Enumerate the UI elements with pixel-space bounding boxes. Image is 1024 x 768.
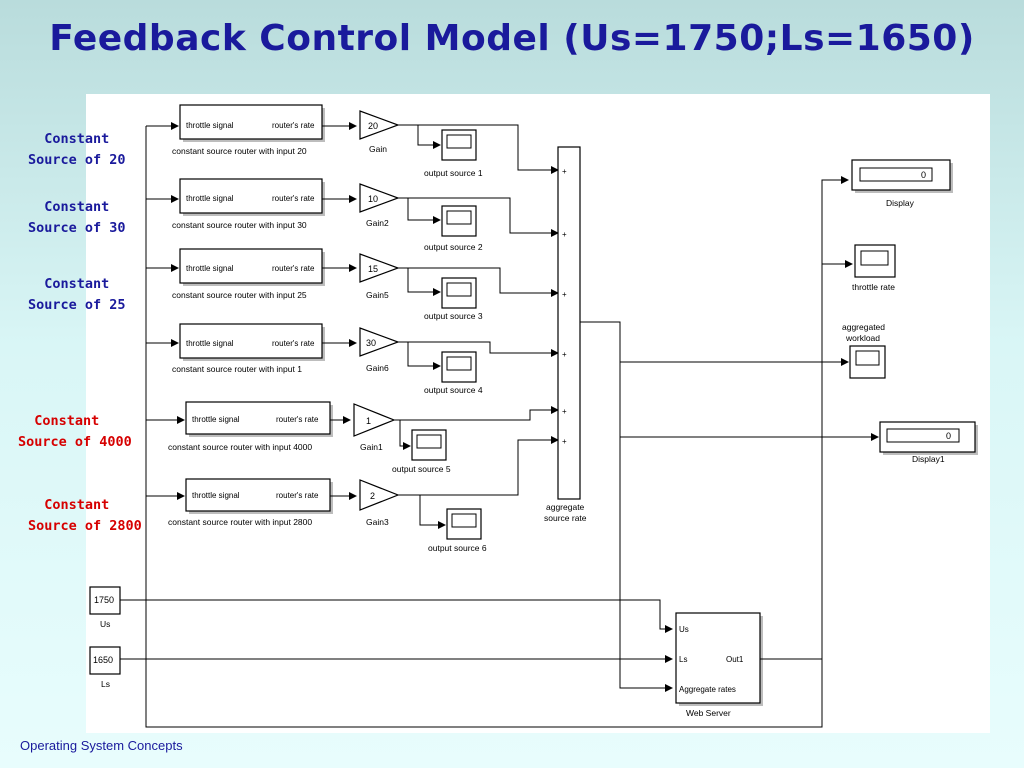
throttle-rate-scope[interactable]: throttle rate xyxy=(852,244,896,292)
server-name: Web Server xyxy=(686,708,731,718)
router-out-label: router's rate xyxy=(276,415,319,424)
display-top-name: Display xyxy=(886,198,915,208)
router-in-label: throttle signal xyxy=(186,264,234,273)
scope-label-2: output source 2 xyxy=(424,242,483,252)
us-constant[interactable]: 1750 Us xyxy=(89,586,121,629)
router-out-label: router's rate xyxy=(272,121,315,130)
sum-label-2: source rate xyxy=(544,513,587,523)
router-row-1: throttle signal router's rate constant s… xyxy=(146,104,559,178)
router-row-2: throttle signal router's rate constant s… xyxy=(146,178,559,252)
router-in-label: throttle signal xyxy=(186,194,234,203)
router-in-label: throttle signal xyxy=(186,339,234,348)
display-bottom-name: Display1 xyxy=(912,454,945,464)
throttle-scope-label: throttle rate xyxy=(852,282,895,292)
workload-label-1: aggregated xyxy=(842,322,885,332)
router-in-label: throttle signal xyxy=(192,491,240,500)
display-top-value: 0 xyxy=(921,170,926,180)
gain-name-6: Gain3 xyxy=(366,517,389,527)
router-block-2[interactable] xyxy=(179,178,323,214)
router-row-4: throttle signal router's rate constant s… xyxy=(146,323,559,395)
sum-label-1: aggregate xyxy=(546,502,585,512)
server-out: Out1 xyxy=(726,655,744,664)
footer-text: Operating System Concepts xyxy=(20,738,183,753)
router-caption-4: constant source router with input 1 xyxy=(172,364,302,374)
gain-block-3[interactable] xyxy=(359,253,400,283)
router-row-5: throttle signal router's rate constant s… xyxy=(146,401,559,474)
gain-name-3: Gain5 xyxy=(366,290,389,300)
gain-value-5: 1 xyxy=(366,416,371,426)
ls-value: 1650 xyxy=(93,655,113,665)
gain-value-6: 2 xyxy=(370,491,375,501)
scope-label-6: output source 6 xyxy=(428,543,487,553)
gain-block-4[interactable] xyxy=(359,327,400,357)
web-server-block[interactable]: Us Ls Aggregate rates Out1 Web Server xyxy=(675,612,763,718)
display-bottom-value: 0 xyxy=(946,431,951,441)
gain-value-2: 10 xyxy=(368,194,378,204)
server-in-us: Us xyxy=(679,625,689,634)
gain-name-1: Gain xyxy=(369,144,387,154)
router-out-label: router's rate xyxy=(272,339,315,348)
router-out-label: router's rate xyxy=(276,491,319,500)
router-in-label: throttle signal xyxy=(186,121,234,130)
router-row-3: throttle signal router's rate constant s… xyxy=(146,248,559,321)
ls-constant[interactable]: 1650 Ls xyxy=(89,646,121,689)
gain-block-2[interactable] xyxy=(359,183,400,213)
ls-name: Ls xyxy=(101,679,110,689)
simulink-canvas: throttle signal router's rate constant s… xyxy=(86,94,990,733)
aggregated-workload-scope[interactable]: aggregated workload xyxy=(842,322,886,379)
gain-block-6[interactable] xyxy=(359,479,400,511)
router-block-6[interactable] xyxy=(185,478,331,512)
scope-label-5: output source 5 xyxy=(392,464,451,474)
us-name: Us xyxy=(100,619,110,629)
sum-plus: + xyxy=(562,290,567,299)
router-row-6: throttle signal router's rate constant s… xyxy=(146,436,559,553)
scope-label-4: output source 4 xyxy=(424,385,483,395)
display-bottom[interactable]: 0 Display1 xyxy=(879,421,978,464)
scope-label-3: output source 3 xyxy=(424,311,483,321)
gain-block-5[interactable] xyxy=(353,403,396,437)
router-caption-3: constant source router with input 25 xyxy=(172,290,307,300)
display-top[interactable]: 0 Display xyxy=(851,159,953,208)
feedback-line xyxy=(145,126,823,728)
router-in-label: throttle signal xyxy=(192,415,240,424)
sum-plus: + xyxy=(562,350,567,359)
scope-label-1: output source 1 xyxy=(424,168,483,178)
sum-plus: + xyxy=(562,407,567,416)
gain-block-1[interactable] xyxy=(359,110,400,140)
router-out-label: router's rate xyxy=(272,194,315,203)
us-value: 1750 xyxy=(94,595,114,605)
router-block-4[interactable] xyxy=(179,323,323,359)
gain-name-4: Gain6 xyxy=(366,363,389,373)
sum-plus: + xyxy=(562,437,567,446)
gain-name-5: Gain1 xyxy=(360,442,383,452)
gain-value-3: 15 xyxy=(368,264,378,274)
router-caption-1: constant source router with input 20 xyxy=(172,146,307,156)
slide-title: Feedback Control Model (Us=1750;Ls=1650) xyxy=(49,18,975,59)
router-block-3[interactable] xyxy=(179,248,323,284)
router-caption-6: constant source router with input 2800 xyxy=(168,517,312,527)
router-out-label: router's rate xyxy=(272,264,315,273)
aggregate-sum-block[interactable]: + + + + + + aggregate source rate xyxy=(544,146,587,523)
router-caption-2: constant source router with input 30 xyxy=(172,220,307,230)
sum-plus: + xyxy=(562,167,567,176)
server-in-aggregate: Aggregate rates xyxy=(679,685,736,694)
workload-label-2: workload xyxy=(845,333,880,343)
block-diagram: throttle signal router's rate constant s… xyxy=(89,104,978,728)
router-block-5[interactable] xyxy=(185,401,331,435)
router-caption-5: constant source router with input 4000 xyxy=(168,442,312,452)
router-block-1[interactable] xyxy=(179,104,323,140)
server-in-ls: Ls xyxy=(679,655,687,664)
sum-plus: + xyxy=(562,230,567,239)
gain-name-2: Gain2 xyxy=(366,218,389,228)
gain-value-4: 30 xyxy=(366,338,376,348)
gain-value-1: 20 xyxy=(368,121,378,131)
